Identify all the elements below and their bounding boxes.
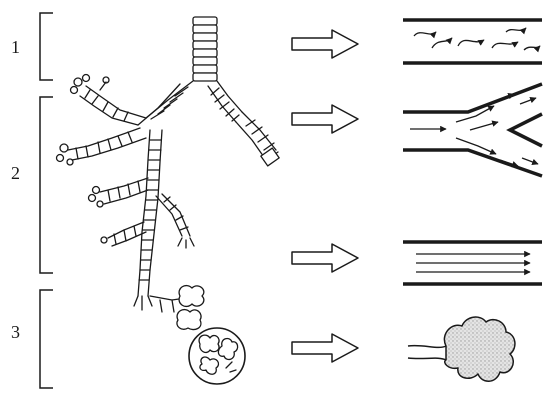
zone-1-bracket <box>40 13 53 80</box>
zone-2-bracket <box>40 97 53 273</box>
laminar-flow-arrows <box>416 254 530 272</box>
arrow-zone-3 <box>292 334 358 362</box>
arrow-zone-2 <box>292 105 358 133</box>
laminar-flow-tube <box>403 242 542 284</box>
turbulent-flow-tube <box>403 20 542 63</box>
alveolar-diffusion-blob <box>408 317 515 381</box>
arrow-zone-1 <box>292 30 358 58</box>
bronchial-tree-illustration <box>57 17 280 384</box>
turbulent-flow-arrows <box>414 28 540 50</box>
transitional-flow-tube <box>403 84 542 176</box>
zone-3-bracket <box>40 290 53 388</box>
arrow-laminar <box>292 244 358 272</box>
trachea <box>193 17 217 81</box>
transitional-flow-arrows <box>410 94 538 166</box>
